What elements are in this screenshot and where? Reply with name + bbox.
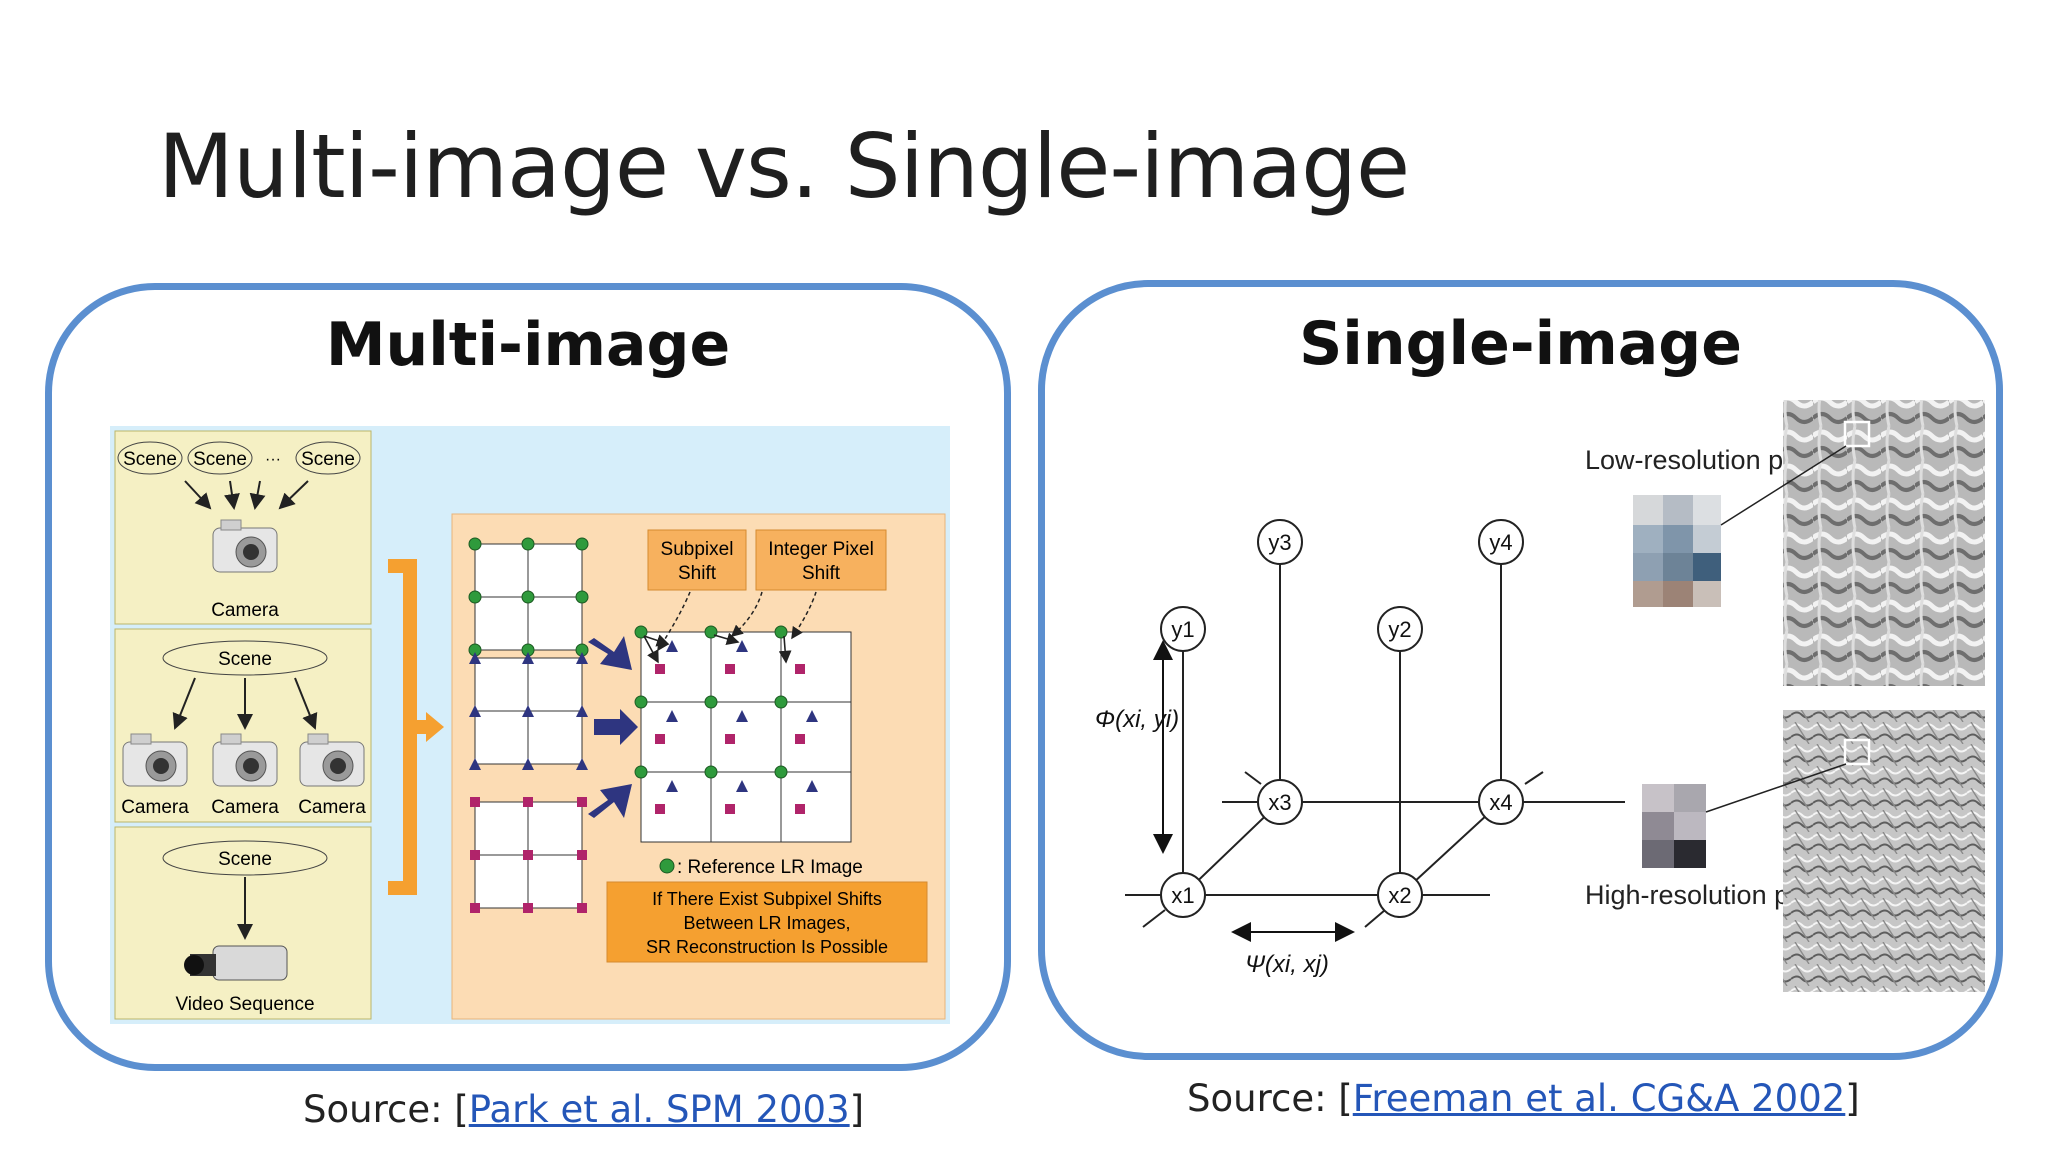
registration-arrows (588, 636, 638, 818)
single-scene-cameras-box: Scene Camera Camera Camera (114, 628, 372, 823)
mrf-nodes (1160, 519, 1524, 918)
reference-legend-marker (659, 858, 675, 874)
node-x4-label: x4 (1489, 790, 1512, 815)
node-y3 (1257, 519, 1303, 565)
svg-text:Scene: Scene (218, 649, 272, 670)
integer-pixel-shift-label: Integer Pixel Shift (755, 529, 887, 591)
svg-text:Between LR Images,: Between LR Images, (683, 913, 850, 933)
camera-icon (212, 519, 278, 573)
single-image-heading: Single-image (1299, 309, 1742, 379)
node-x2-label: x2 (1388, 883, 1411, 908)
low-res-texture-image (1783, 400, 1985, 686)
phi-label: Φ(xi, yi) (1095, 706, 1179, 733)
hr-registered-grid (634, 625, 852, 843)
svg-text:Scene: Scene (123, 449, 177, 470)
conclusion-box: If There Exist Subpixel Shifts Between L… (606, 881, 928, 963)
node-y1-label: y1 (1171, 617, 1194, 642)
high-res-patch (1642, 784, 1706, 868)
node-x3 (1257, 779, 1303, 825)
node-y4-label: y4 (1489, 530, 1512, 555)
subpixel-shift-label: Subpixel Shift (647, 529, 747, 591)
multi-image-diagram: Scene Scene ··· Scene Camera Scene Camer… (110, 426, 950, 1024)
lr-grid-triangle (469, 652, 588, 770)
svg-text:Scene: Scene (301, 449, 355, 470)
single-image-panel: Single-image (1038, 280, 2003, 1060)
svg-text:Camera: Camera (121, 797, 189, 818)
lr-grid-square (470, 797, 587, 913)
svg-text:SR Reconstruction Is Possible: SR Reconstruction Is Possible (646, 937, 888, 957)
scene-camera-box: Scene Scene ··· Scene Camera (114, 430, 372, 625)
camera-icon (212, 733, 278, 787)
node-y2-label: y2 (1388, 617, 1411, 642)
node-y2 (1377, 606, 1423, 652)
node-y4 (1478, 519, 1524, 565)
psi-label: Ψ(xi, xj) (1245, 951, 1329, 978)
svg-text:Video Sequence: Video Sequence (175, 994, 314, 1015)
camera-icon (299, 733, 365, 787)
svg-text:Scene: Scene (218, 849, 272, 870)
merge-bracket (388, 559, 444, 895)
multi-source-citation: Source: [Park et al. SPM 2003] (303, 1088, 865, 1131)
svg-text:If There Exist Subpixel Shifts: If There Exist Subpixel Shifts (652, 889, 882, 909)
freeman-2002-link[interactable]: Freeman et al. CG&A 2002 (1352, 1077, 1846, 1120)
node-x1 (1160, 872, 1206, 918)
node-y1 (1160, 606, 1206, 652)
svg-text:Scene: Scene (193, 449, 247, 470)
video-sequence-box: Scene Video Sequence (114, 826, 372, 1020)
svg-text:Subpixel: Subpixel (661, 539, 734, 560)
high-res-texture-image (1783, 710, 1985, 992)
lr-grid-reference (468, 537, 589, 657)
svg-text:Shift: Shift (802, 563, 841, 584)
reference-legend: : Reference LR Image (677, 857, 863, 878)
node-y3-label: y3 (1268, 530, 1291, 555)
single-source-citation: Source: [Freeman et al. CG&A 2002] (1187, 1077, 1860, 1120)
multi-image-heading: Multi-image (325, 310, 731, 380)
svg-text:Shift: Shift (678, 563, 717, 584)
camera-icon (122, 733, 188, 787)
node-x4 (1478, 779, 1524, 825)
svg-text:···: ··· (265, 451, 281, 468)
node-x1-label: x1 (1171, 883, 1194, 908)
slide-title: Multi-image vs. Single-image (158, 115, 1410, 218)
svg-text:Camera: Camera (298, 797, 366, 818)
single-image-diagram: x1 x2 x3 x4 y1 y2 y3 y4 Φ(xi, yi) Ψ(xi, … (1095, 400, 1985, 992)
park-2003-link[interactable]: Park et al. SPM 2003 (468, 1088, 850, 1131)
multi-image-panel: Multi-image Scene Scene ··· Scene (45, 283, 1011, 1071)
svg-text:Camera: Camera (211, 797, 279, 818)
svg-text:Camera: Camera (211, 600, 279, 621)
video-camera-icon (184, 945, 288, 981)
node-x2 (1377, 872, 1423, 918)
node-x3-label: x3 (1268, 790, 1291, 815)
svg-text:Integer Pixel: Integer Pixel (768, 539, 874, 560)
low-res-patch (1633, 495, 1721, 607)
